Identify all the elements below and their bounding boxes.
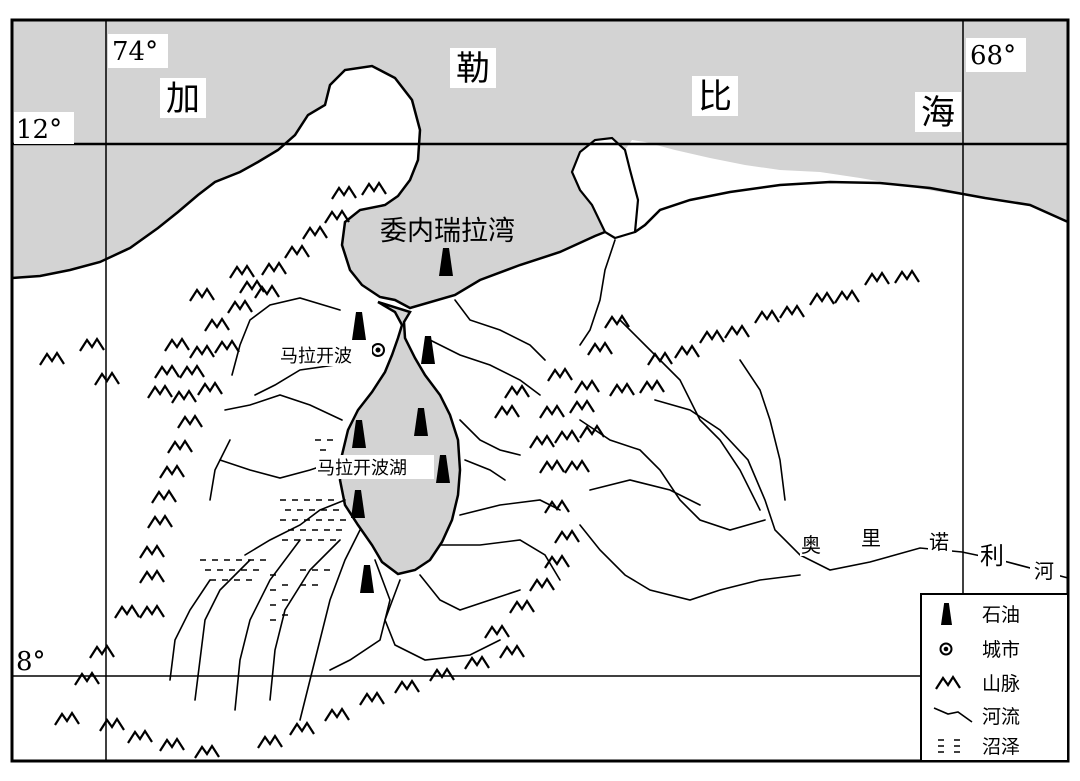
river-label-5: 河 xyxy=(1034,559,1054,583)
legend-label-river: 河流 xyxy=(982,706,1020,728)
city-icon xyxy=(371,343,385,357)
lon-68-label: 68° xyxy=(970,41,1016,71)
river-label-1: 奥 xyxy=(801,533,821,557)
sea-label-4: 海 xyxy=(921,93,955,133)
legend: 石油 城市 山脉 河流 沼泽 xyxy=(920,593,1069,762)
river-label-3: 诺 xyxy=(929,530,949,554)
river-icon xyxy=(933,707,973,723)
graticule xyxy=(12,20,1068,761)
lake-maracaibo xyxy=(338,300,462,576)
lon-74-label: 74° xyxy=(112,37,158,67)
city-label: 马拉开波 xyxy=(280,346,352,367)
marsh-icon xyxy=(938,739,960,753)
river-label-2: 里 xyxy=(861,526,881,550)
river-label-4: 利 xyxy=(980,542,1004,570)
lat-12-label: 12° xyxy=(16,115,62,145)
legend-label-marsh: 沼泽 xyxy=(982,736,1020,758)
lat-8-label: 8° xyxy=(16,647,46,677)
sea-label-3: 比 xyxy=(698,77,732,117)
legend-label-oil: 石油 xyxy=(982,604,1020,626)
paraguana-peninsula xyxy=(570,136,640,240)
city-icon xyxy=(939,642,953,656)
legend-label-city: 城市 xyxy=(982,639,1020,661)
legend-label-mountain: 山脉 xyxy=(982,673,1020,695)
coastline xyxy=(11,64,1069,310)
marsh-area xyxy=(200,439,346,621)
lake-label: 马拉开波湖 xyxy=(317,458,407,479)
sea-label-2: 勒 xyxy=(456,49,490,89)
map-frame xyxy=(10,18,1070,763)
sea-label-1: 加 xyxy=(166,79,200,119)
gulf-label: 委内瑞拉湾 xyxy=(380,216,515,247)
caribbean-sea xyxy=(12,20,1068,308)
